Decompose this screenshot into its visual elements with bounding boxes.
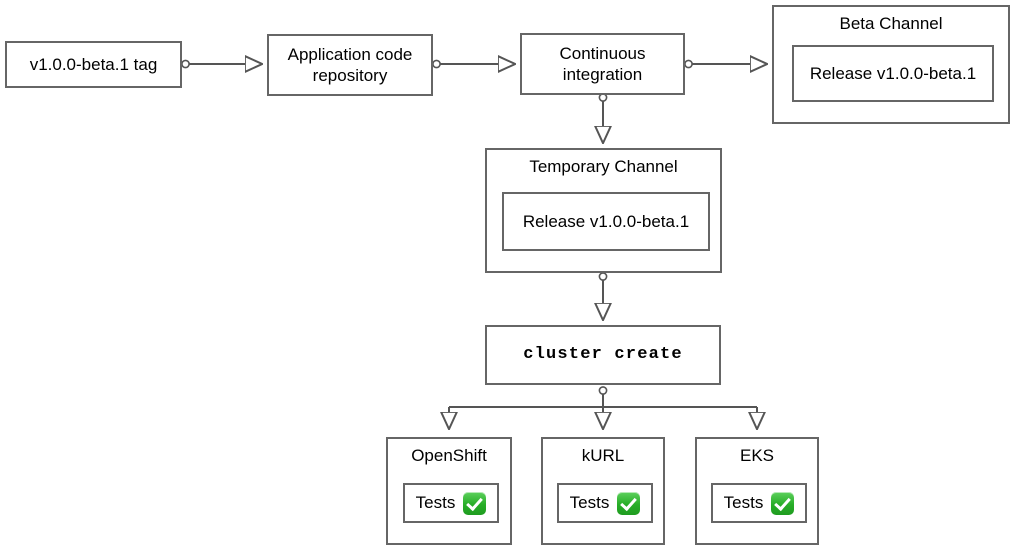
node-application-code-repository-label: Application code repository	[287, 44, 413, 85]
edge-tag-to-repo	[181, 60, 262, 67]
beta-channel-release-label: Release v1.0.0-beta.1	[809, 63, 977, 83]
node-kurl-label: kURL	[581, 446, 625, 465]
beta-channel-release-box[interactable]: Release v1.0.0-beta.1	[792, 45, 994, 102]
white-check-mark-icon	[617, 491, 641, 515]
kurl-tests-box[interactable]: Tests	[557, 483, 653, 523]
node-eks[interactable]: EKS Tests	[695, 437, 819, 545]
node-cluster-create[interactable]: cluster create	[485, 325, 721, 385]
temporary-channel-release-box[interactable]: Release v1.0.0-beta.1	[502, 192, 710, 251]
node-continuous-integration-label: Continuous integration	[559, 43, 646, 84]
kurl-tests-label: Tests	[569, 493, 610, 513]
white-check-mark-icon	[463, 491, 487, 515]
white-check-mark-icon	[771, 491, 795, 515]
node-continuous-integration[interactable]: Continuous integration	[520, 33, 685, 95]
node-temporary-channel-label: Temporary Channel	[529, 157, 678, 176]
node-temporary-channel[interactable]: Temporary Channel Release v1.0.0-beta.1	[485, 148, 722, 273]
node-beta-channel[interactable]: Beta Channel Release v1.0.0-beta.1	[772, 5, 1010, 124]
openshift-tests-label: Tests	[415, 493, 456, 513]
edge-cluster-create-to-targets	[449, 386, 757, 429]
eks-tests-label: Tests	[723, 493, 764, 513]
edge-ci-to-beta-channel	[684, 60, 767, 67]
node-cluster-create-label: cluster create	[523, 345, 683, 365]
node-tag-label: v1.0.0-beta.1 tag	[29, 54, 158, 74]
edge-ci-to-temporary-channel	[599, 93, 606, 143]
node-eks-label: EKS	[739, 446, 775, 465]
temporary-channel-release-label: Release v1.0.0-beta.1	[522, 211, 690, 231]
eks-tests-box[interactable]: Tests	[711, 483, 807, 523]
edge-temporary-channel-to-cluster-create	[599, 272, 606, 320]
edge-repo-to-ci	[432, 60, 515, 67]
node-beta-channel-label: Beta Channel	[839, 14, 943, 33]
node-openshift[interactable]: OpenShift Tests	[386, 437, 512, 545]
openshift-tests-box[interactable]: Tests	[403, 483, 499, 523]
node-application-code-repository[interactable]: Application code repository	[267, 34, 433, 96]
node-openshift-label: OpenShift	[411, 446, 487, 465]
node-kurl[interactable]: kURL Tests	[541, 437, 665, 545]
node-tag[interactable]: v1.0.0-beta.1 tag	[5, 41, 182, 88]
